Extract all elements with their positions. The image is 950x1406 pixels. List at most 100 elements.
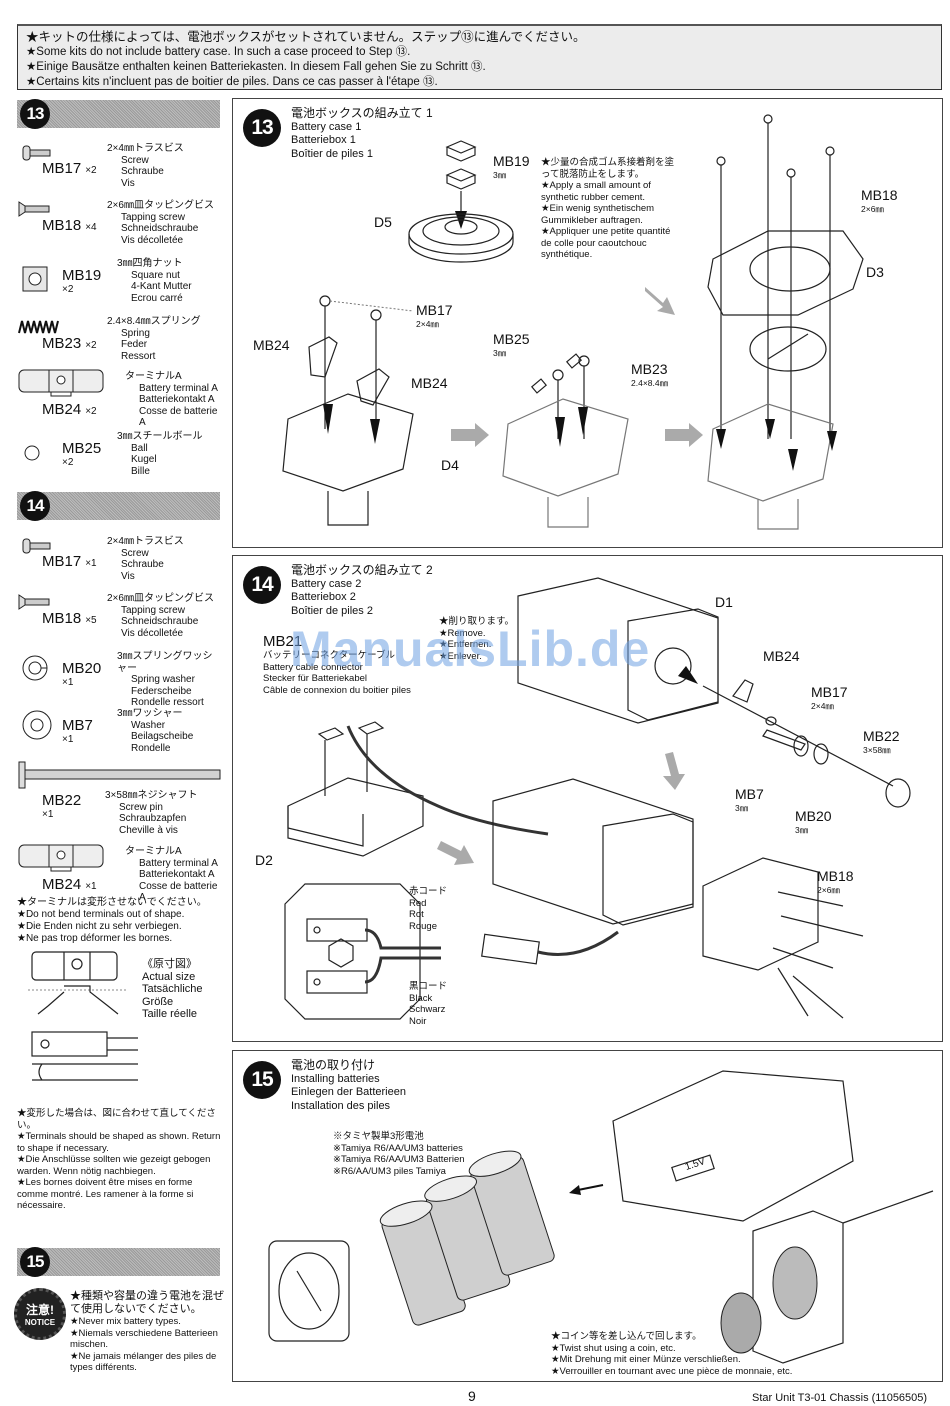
red-cord-en: Red (409, 897, 427, 909)
part-desc-de: Schraubzapfen (119, 813, 187, 824)
battery-type-note: ※タミヤ製単3形電池 ※Tamiya R6/AA/UM3 batteries ※… (333, 1131, 465, 1177)
truss-screw-icon (21, 144, 51, 165)
label-d3: D3 (866, 264, 884, 280)
actual-size-label: 《原寸図》 Actual size Tatsächliche Größe Tai… (142, 958, 232, 1021)
reshape-note: ★変形した場合は、図に合わせて直してください。 ★Terminals shoul… (17, 1108, 222, 1212)
battery-terminal-icon (17, 843, 107, 876)
footer-title: Star Unit T3-01 Chassis (11056505) (752, 1392, 928, 1404)
mb25-code: MB25 (493, 331, 530, 347)
part-desc-jp: 2×4㎜トラスビス (107, 143, 184, 154)
part-code: MB22×1 (42, 792, 81, 820)
part-quantity: ×5 (85, 615, 97, 626)
title-de: Batteriebox 1 (291, 134, 356, 146)
mb19-code: MB19 (493, 153, 530, 169)
part-code-text: MB18 (42, 217, 82, 234)
part-desc-jp: 3㎜スチールボール (117, 431, 203, 442)
spring-washer-icon (21, 654, 49, 685)
title-fr: Boîtier de piles 2 (291, 604, 373, 617)
mb20-size: 3㎜ (795, 825, 809, 835)
battery-mix-note: ★種類や容量の違う電池を混ぜて使用しないでください。 ★Never mix ba… (70, 1290, 225, 1374)
mb7-code: MB7 (735, 786, 764, 802)
part-code-text: MB23 (42, 335, 82, 352)
actual-size-jp: 《原寸図》 (142, 958, 197, 970)
title-de: Einlegen der Batterieen (291, 1086, 406, 1098)
sidebar-step15-header: 15 (17, 1247, 220, 1277)
part-quantity: ×1 (85, 881, 97, 892)
title-en: Battery case 2 (291, 577, 362, 590)
battery-mix-jp: ★種類や容量の違う電池を混ぜて使用しないでください。 (70, 1290, 224, 1315)
page-number: 9 (468, 1388, 476, 1404)
part-quantity: ×1 (62, 677, 74, 688)
sidebar-step13-header: 13 (17, 99, 220, 129)
part-desc-en: Spring washer (131, 674, 195, 685)
battery-type-de: ※Tamiya R6/AA/UM3 Batterien (333, 1154, 465, 1165)
step13-panel: 13 電池ボックスの組み立て 1 Battery case 1 Batterie… (232, 98, 943, 548)
tapping-screws (772, 891, 864, 1019)
truss-screw-icon (21, 537, 51, 558)
title-de: Batteriebox 2 (291, 591, 356, 603)
remove-note: ★削り取ります。 ★Remove. ★Entfernen. ★Enlever. (439, 616, 519, 662)
label-d4: D4 (441, 457, 459, 473)
step-number-badge: 15 (20, 1247, 50, 1277)
actual-size-fr: Taille réelle (142, 1008, 198, 1020)
part-desc-en: Screw (121, 547, 149, 559)
part-code: MB18×5 (42, 610, 97, 627)
step15-title: 電池の取り付け Installing batteries Einlegen de… (291, 1058, 406, 1113)
mb18-size: 2×6㎜ (817, 885, 840, 895)
mb18-size: 2×6㎜ (861, 204, 884, 214)
connector-en: Battery cable connector (263, 661, 363, 673)
part-desc-en: Screw pin (119, 801, 163, 813)
mb18-code: MB18 (817, 868, 854, 884)
part-quantity: ×2 (85, 406, 97, 417)
gray-arrow (663, 752, 685, 790)
connector-label: MB21 バッテリーコネクターケーブル Battery cable connec… (263, 634, 463, 696)
title-fr: Installation des piles (291, 1099, 391, 1112)
part-code: MB23×2 (42, 335, 97, 352)
steel-ball-icon (23, 444, 41, 465)
part-desc-jp: ターミナルA (125, 846, 182, 857)
red-cord-fr: Rouge (409, 920, 437, 932)
part-desc-fr: Cheville à vis (119, 824, 178, 836)
part-desc-en: Square nut (131, 269, 180, 281)
part-quantity: ×4 (85, 222, 97, 233)
step14-illustration (284, 577, 911, 1020)
title-jp: 電池の取り付け (291, 1058, 376, 1072)
red-cord-de: Rot (409, 909, 424, 920)
part-desc-de: Feder (121, 339, 148, 350)
notice-badge-jp: 注意! (26, 1303, 54, 1317)
label-d5: D5 (374, 214, 392, 230)
remove-en: ★Remove. (439, 627, 486, 639)
part-desc-fr: Vis décolletée (121, 234, 184, 246)
battery-end-d2 (287, 721, 549, 857)
title-en: Battery case 1 (291, 120, 362, 133)
gray-arrow (451, 423, 489, 447)
battery-mix-fr: ★Ne jamais mélanger des piles de types d… (70, 1350, 217, 1374)
part-desc-de: Kugel (131, 454, 157, 465)
cement-en: ★Apply a small amount of synthetic rubbe… (541, 180, 651, 203)
part-desc-de: Schneidschraube (121, 616, 199, 627)
part-code-text: MB20 (62, 660, 102, 677)
part-desc-jp: 3㎜スプリングワッシャー (117, 651, 213, 674)
part-code-text: MB7 (62, 717, 93, 734)
part-desc-en: Tapping screw (121, 604, 185, 616)
part-code-text: MB18 (42, 610, 82, 627)
mb25-size: 3㎜ (493, 348, 507, 358)
part-desc-en: Washer (131, 719, 166, 731)
mb19-size: 3㎜ (493, 170, 507, 180)
part-desc-en: Tapping screw (121, 211, 185, 223)
twist-note: ★コイン等を差し込んで回します。 ★Twist shut using a coi… (551, 1331, 851, 1377)
part-code: MB18×4 (42, 217, 97, 234)
battery-end-cap (268, 1240, 350, 1342)
